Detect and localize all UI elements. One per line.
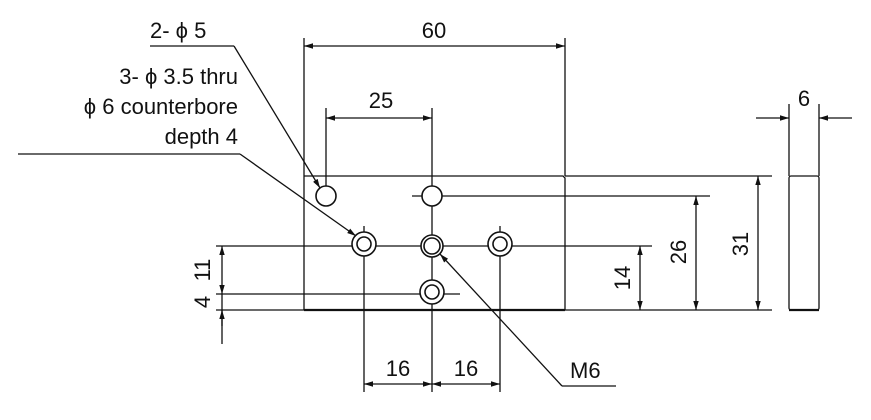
callout-m6: M6 bbox=[439, 253, 616, 387]
tapped-hole-m6 bbox=[420, 234, 444, 258]
svg-text:6: 6 bbox=[798, 86, 810, 111]
svg-text:16: 16 bbox=[386, 356, 410, 381]
hole-phi5-left bbox=[315, 185, 337, 207]
plate-top-view bbox=[303, 175, 566, 312]
svg-text:2- ϕ 5: 2- ϕ 5 bbox=[150, 18, 206, 43]
counterbore-hole-bottom bbox=[419, 279, 445, 305]
svg-text:11: 11 bbox=[190, 259, 215, 282]
dimension-spacing: 16 16 bbox=[364, 356, 500, 387]
dimension-hole-row-14: 14 bbox=[610, 246, 643, 310]
dimension-hole-offset: 25 bbox=[325, 88, 432, 186]
svg-text:14: 14 bbox=[610, 266, 635, 290]
dimension-width: 60 bbox=[303, 18, 566, 176]
plate-side-view bbox=[788, 175, 820, 312]
dimension-hole-row-26: 26 bbox=[666, 196, 699, 310]
svg-text:4: 4 bbox=[190, 296, 215, 308]
dimension-thickness: 6 bbox=[756, 86, 852, 176]
svg-text:depth 4: depth 4 bbox=[165, 124, 238, 149]
counterbore-hole-right bbox=[487, 231, 513, 257]
svg-text:25: 25 bbox=[369, 88, 393, 113]
holes bbox=[315, 185, 513, 305]
svg-text:M6: M6 bbox=[570, 358, 601, 383]
callout-3-counterbore: 3- ϕ 3.5 thru ϕ 6 counterbore depth 4 bbox=[18, 64, 357, 237]
svg-text:ϕ 6 counterbore: ϕ 6 counterbore bbox=[84, 94, 238, 119]
svg-text:31: 31 bbox=[728, 232, 753, 256]
svg-text:3- ϕ 3.5 thru: 3- ϕ 3.5 thru bbox=[119, 64, 238, 89]
svg-text:60: 60 bbox=[422, 18, 446, 43]
hole-phi5-right bbox=[421, 185, 443, 207]
svg-text:16: 16 bbox=[454, 356, 478, 381]
svg-text:26: 26 bbox=[666, 240, 691, 264]
dimension-left-11-4: 11 4 bbox=[190, 246, 304, 344]
center-lines bbox=[216, 108, 710, 392]
dimension-height: 31 bbox=[565, 175, 772, 311]
counterbore-hole-left bbox=[351, 231, 377, 257]
callout-2-phi5: 2- ϕ 5 bbox=[150, 18, 321, 189]
